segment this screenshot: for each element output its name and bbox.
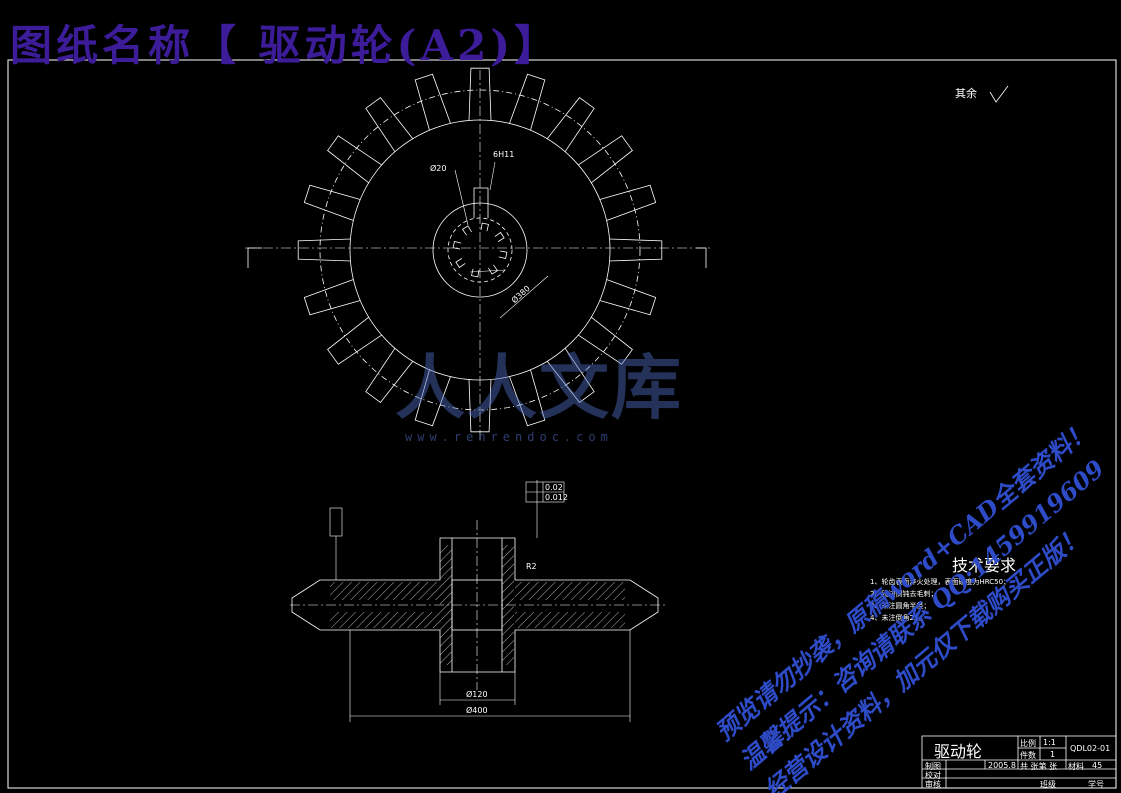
drawing-date: 2005.8 bbox=[988, 761, 1016, 770]
surface-finish-label: 其余 bbox=[955, 87, 977, 100]
sprocket-tooth bbox=[414, 73, 451, 131]
scale-value: 1:1 bbox=[1043, 738, 1056, 747]
sprocket-tooth bbox=[303, 279, 361, 316]
sprocket-teeth bbox=[297, 67, 663, 433]
spline-tooth bbox=[488, 264, 499, 275]
fillet-dimension: R2 bbox=[526, 562, 537, 571]
drawing-title: 图纸名称【 驱动轮(A2)】 bbox=[10, 21, 561, 70]
sprocket-tooth bbox=[609, 238, 663, 262]
keyway-dimension: 6H11 bbox=[493, 150, 515, 159]
student-number-label: 学号 bbox=[1088, 780, 1104, 789]
sprocket-front-view bbox=[297, 67, 663, 433]
spline-tooth bbox=[480, 222, 489, 232]
checker-label: 校对 bbox=[925, 771, 941, 780]
spline-tooth bbox=[461, 225, 472, 236]
hub-diameter-dimension: Ø120 bbox=[466, 690, 488, 699]
tech-requirements-heading: 技术要求 bbox=[952, 556, 1017, 575]
roughness-symbol bbox=[989, 85, 1009, 103]
sheet-label: 共 张第 张 bbox=[1020, 762, 1058, 771]
sprocket-tooth bbox=[327, 316, 382, 365]
drawing-number: QDL02-01 bbox=[1070, 744, 1111, 753]
front-leaders bbox=[454, 161, 549, 319]
sprocket-tooth bbox=[546, 97, 595, 152]
sprocket-tooth bbox=[578, 135, 633, 184]
sprocket-tooth bbox=[599, 184, 657, 221]
sprocket-tooth bbox=[578, 316, 633, 365]
tech-item: 3、未注圆角半径； bbox=[870, 602, 931, 610]
spline-tooth bbox=[452, 241, 462, 250]
title-block-grid bbox=[921, 735, 1117, 789]
spline-tooth bbox=[494, 231, 505, 242]
sprocket-tooth bbox=[599, 279, 657, 316]
tolerance-1: 0.02 bbox=[545, 483, 563, 492]
quantity-value: 1 bbox=[1050, 750, 1056, 759]
outer-diameter-dimension: Ø400 bbox=[466, 706, 488, 715]
sprocket-tooth bbox=[546, 348, 595, 403]
class-label: 班级 bbox=[1040, 780, 1056, 789]
sprocket-tooth bbox=[297, 238, 351, 262]
pitch-circle bbox=[319, 89, 641, 411]
sprocket-tooth bbox=[303, 184, 361, 221]
sprocket-tooth bbox=[414, 369, 451, 427]
tech-item: 2、锐边倒钝去毛刺； bbox=[870, 590, 938, 598]
tolerance-2: 0.012 bbox=[545, 493, 568, 502]
tech-item: 1、轮齿表面淬火处理，表面硬度为HRC50； bbox=[870, 578, 1011, 586]
spline-tooth bbox=[498, 250, 508, 259]
spline-tooth bbox=[471, 268, 480, 278]
material-value: 45 bbox=[1092, 761, 1103, 770]
tech-requirements: 技术要求 1、轮齿表面淬火处理，表面硬度为HRC50； 2、锐边倒钝去毛刺； 3… bbox=[870, 556, 1016, 624]
section-arrows bbox=[247, 247, 707, 268]
watermark-logo: 人人文库 bbox=[395, 347, 683, 429]
scale-label: 比例 bbox=[1020, 739, 1036, 748]
sprocket-tooth bbox=[509, 369, 546, 427]
designer-label: 制图 bbox=[925, 762, 941, 771]
keyway-slot bbox=[473, 187, 489, 218]
part-name: 驱动轮 bbox=[934, 742, 983, 761]
reviewer-label: 审核 bbox=[925, 780, 941, 789]
section-dimensions bbox=[329, 480, 631, 722]
spline-tooth bbox=[455, 258, 466, 269]
quantity-label: 件数 bbox=[1020, 751, 1036, 760]
tech-item: 4、未注倒角2X。 bbox=[870, 614, 926, 622]
sprocket-tooth bbox=[365, 97, 414, 152]
sprocket-tooth bbox=[327, 135, 382, 184]
sprocket-tooth bbox=[509, 73, 546, 131]
sprocket-tooth bbox=[468, 67, 492, 121]
bore-dimension: Ø20 bbox=[430, 164, 447, 173]
material-label: 材料 bbox=[1068, 762, 1084, 771]
sprocket-tooth bbox=[365, 348, 414, 403]
drawing-frame bbox=[7, 59, 1117, 789]
front-centerlines bbox=[245, 70, 710, 440]
watermark-url: www.renrendoc.com bbox=[405, 430, 613, 444]
